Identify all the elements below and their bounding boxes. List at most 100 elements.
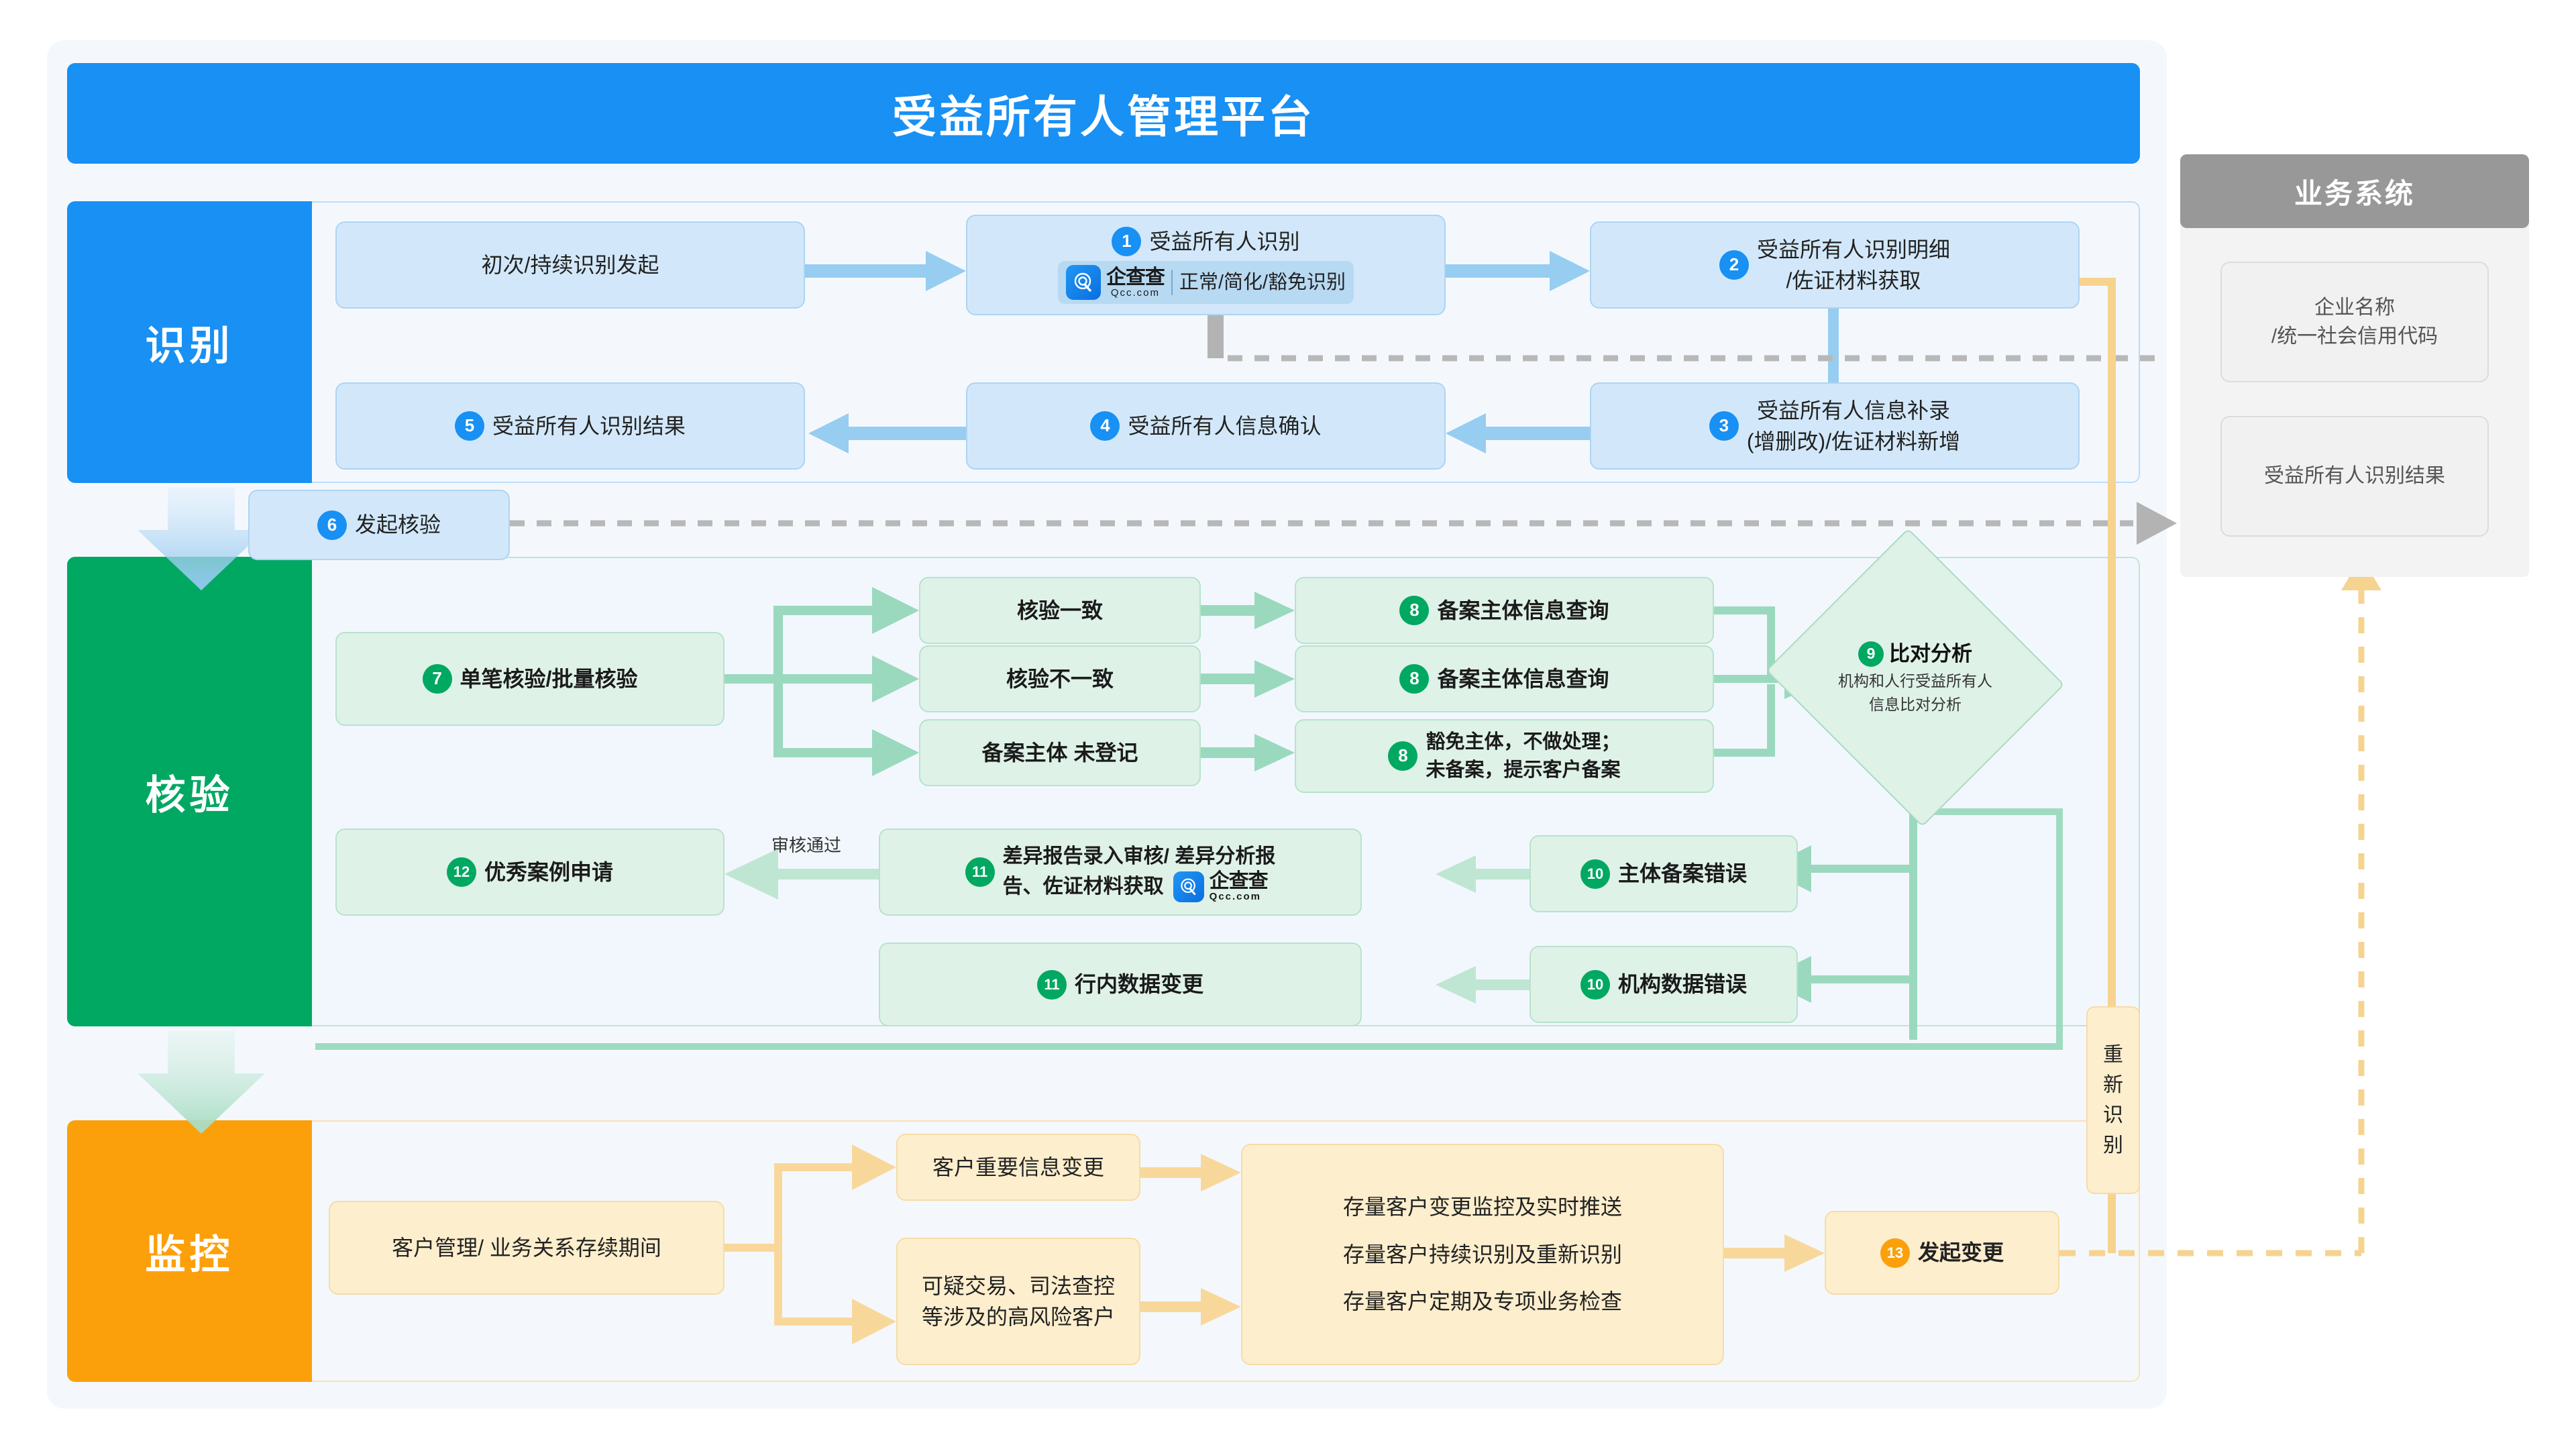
business-system-title: 业务系统 (2180, 154, 2529, 228)
node-step12-text: 优秀案例申请 (484, 859, 613, 884)
node-step8c-text: 豁免主体，不做处理； 未备案，提示客户备案 (1426, 728, 1620, 784)
qcc-logo-step1: 企查查 Qcc.com (1065, 265, 1165, 301)
node-step1-note: 正常/简化/豁免识别 (1179, 272, 1346, 294)
qcc-logo-icon (1173, 871, 1204, 902)
node-monitor-actions-text: 存量客户变更监控及实时推送 存量客户持续识别及重新识别 存量客户定期及专项业务检… (1343, 1183, 1622, 1325)
node-trigger-high-risk-text: 可疑交易、司法查控 等涉及的高风险客户 (922, 1271, 1115, 1333)
node-step5-text: 受益所有人识别结果 (492, 413, 686, 438)
business-item-identification-result-text: 受益所有人识别结果 (2264, 465, 2445, 488)
node-step7-verify[interactable]: 7 单笔核验/批量核验 (335, 632, 724, 726)
node-step9-comparison[interactable]: 9 比对分析 机构和人行受益所有人 信息比对分析 (1766, 528, 2065, 827)
node-step11a-line1: 差异报告录入审核/ 差异分析报 (1002, 845, 1276, 868)
node-initial-identification[interactable]: 初次/持续识别发起 (335, 221, 805, 309)
node-step6-text: 发起核验 (354, 513, 441, 537)
node-branch-inconsistent[interactable]: 核验不一致 (919, 645, 1201, 712)
badge-11b: 11 (1036, 969, 1067, 1000)
node-branch-unregistered-text: 备案主体 未登记 (981, 740, 1138, 765)
badge-8a: 8 (1399, 596, 1430, 625)
node-trigger-high-risk[interactable]: 可疑交易、司法查控 等涉及的高风险客户 (896, 1238, 1140, 1365)
stage-label-monitor: 监控 (67, 1120, 312, 1382)
label-reidentify-char-1: 新 (2103, 1074, 2123, 1096)
node-step12-excellent-case[interactable]: 12 优秀案例申请 (335, 828, 724, 916)
page-title: 受益所有人管理平台 (67, 63, 2140, 164)
stage-label-identify: 识别 (67, 201, 312, 483)
badge-5: 5 (454, 411, 484, 441)
business-item-0-line1: 企业名称 (2314, 296, 2395, 319)
qcc-divider (1171, 270, 1173, 296)
qcc-name-cn: 企查查 (1209, 870, 1269, 893)
qcc-logo-step11a: 企查查 Qcc.com (1173, 870, 1269, 903)
node-step3-supplement[interactable]: 3 受益所有人信息补录 (增删改)/佐证材料新增 (1590, 382, 2080, 470)
qcc-chip-step1: 企查查 Qcc.com 正常/简化/豁免识别 (1057, 261, 1354, 305)
badge-10a: 10 (1580, 859, 1610, 889)
business-item-enterprise-name-text: 企业名称 /统一社会信用代码 (2271, 293, 2438, 352)
node-customer-management[interactable]: 客户管理/ 业务关系存续期间 (329, 1201, 724, 1295)
node-step13-start-change[interactable]: 13 发起变更 (1825, 1211, 2059, 1295)
node-branch-consistent[interactable]: 核验一致 (919, 577, 1201, 644)
node-step1-identify[interactable]: 1 受益所有人识别 企查查 Qcc.com 正常/简化/豁免识别 (966, 215, 1446, 315)
node-step11a-line2-row: 告、佐证材料获取 企查查 Qcc.com (1002, 870, 1269, 903)
node-step11b-text: 行内数据变更 (1074, 972, 1203, 997)
monitor-action-3: 存量客户定期及专项业务检查 (1342, 1289, 1622, 1314)
node-step4-text: 受益所有人信息确认 (1128, 413, 1322, 438)
edge-label-approved: 审核通过 (771, 835, 842, 855)
node-step13-text: 发起变更 (1917, 1240, 2004, 1265)
badge-13: 13 (1880, 1238, 1910, 1268)
business-item-0-line2: /统一社会信用代码 (2271, 325, 2438, 347)
node-step11a-line2: 告、佐证材料获取 (1002, 875, 1164, 898)
business-item-identification-result[interactable]: 受益所有人识别结果 (2220, 416, 2489, 537)
node-step1-title-row: 1 受益所有人识别 (1112, 226, 1300, 257)
monitor-action-2: 存量客户持续识别及重新识别 (1342, 1242, 1622, 1267)
label-reidentify-char-0: 重 (2103, 1044, 2123, 1066)
node-step10a-text: 主体备案错误 (1617, 861, 1747, 886)
node-step5-result[interactable]: 5 受益所有人识别结果 (335, 382, 805, 470)
badge-2: 2 (1719, 250, 1749, 280)
node-step8a-text: 备案主体信息查询 (1437, 598, 1609, 623)
node-step3-line2: (增删改)/佐证材料新增 (1746, 429, 1961, 453)
business-system-title-text: 业务系统 (2294, 177, 2415, 209)
node-step9-title: 比对分析 (1889, 642, 1972, 666)
node-step11b-internal-data-change[interactable]: 11 行内数据变更 (879, 943, 1362, 1026)
badge-11a: 11 (965, 857, 995, 887)
node-trigger-info-change-text: 客户重要信息变更 (932, 1155, 1104, 1179)
node-step8a-query[interactable]: 8 备案主体信息查询 (1295, 577, 1714, 644)
monitor-action-1: 存量客户变更监控及实时推送 (1342, 1195, 1622, 1220)
badge-6: 6 (317, 510, 347, 540)
node-trigger-info-change[interactable]: 客户重要信息变更 (896, 1134, 1140, 1201)
badge-1: 1 (1112, 226, 1142, 256)
node-step6-start-verify[interactable]: 6 发起核验 (248, 490, 510, 560)
node-step2-text: 受益所有人识别明细 /佐证材料获取 (1757, 234, 1950, 297)
badge-8c: 8 (1388, 741, 1418, 771)
node-step11a-text: 差异报告录入审核/ 差异分析报 告、佐证材料获取 企查查 Qcc.com (1002, 842, 1276, 903)
node-step1-text: 受益所有人识别 (1149, 229, 1300, 254)
qcc-name-en: Qcc.com (1209, 891, 1262, 903)
node-step2-identify-detail[interactable]: 2 受益所有人识别明细 /佐证材料获取 (1590, 221, 2080, 309)
badge-10b: 10 (1580, 969, 1610, 1000)
qcc-wordmark-step1: 企查查 Qcc.com (1106, 266, 1165, 298)
label-reidentify: 重 新 识 别 (2086, 1006, 2140, 1194)
node-step10b-institution-error[interactable]: 10 机构数据错误 (1529, 946, 1798, 1023)
node-step8b-query[interactable]: 8 备案主体信息查询 (1295, 645, 1714, 712)
node-step10a-registration-error[interactable]: 10 主体备案错误 (1529, 835, 1798, 912)
qcc-name-cn: 企查查 (1106, 266, 1165, 288)
node-step2-line1: 受益所有人识别明细 (1756, 237, 1950, 262)
node-step3-text: 受益所有人信息补录 (增删改)/佐证材料新增 (1747, 395, 1960, 458)
label-reidentify-char-2: 识 (2103, 1104, 2123, 1126)
node-step4-confirm[interactable]: 4 受益所有人信息确认 (966, 382, 1446, 470)
node-monitor-actions[interactable]: 存量客户变更监控及实时推送 存量客户持续识别及重新识别 存量客户定期及专项业务检… (1241, 1144, 1724, 1365)
node-step11a-difference-report[interactable]: 11 差异报告录入审核/ 差异分析报 告、佐证材料获取 企查查 Qcc.c (879, 828, 1362, 916)
badge-7: 7 (422, 664, 452, 694)
badge-9: 9 (1858, 641, 1884, 667)
node-step8c-exempt[interactable]: 8 豁免主体，不做处理； 未备案，提示客户备案 (1295, 719, 1714, 793)
page-title-text: 受益所有人管理平台 (892, 92, 1315, 142)
business-item-enterprise-name[interactable]: 企业名称 /统一社会信用代码 (2220, 262, 2489, 382)
diamond-content: 9 比对分析 机构和人行受益所有人 信息比对分析 (1805, 577, 2026, 778)
node-branch-unregistered[interactable]: 备案主体 未登记 (919, 719, 1201, 786)
node-step9-sub1: 机构和人行受益所有人 (1838, 672, 1992, 690)
badge-3: 3 (1709, 411, 1739, 441)
qcc-wordmark-step11a: 企查查 Qcc.com (1209, 870, 1269, 903)
node-trigger-high-risk-line2: 等涉及的高风险客户 (921, 1305, 1115, 1329)
node-step8c-line1: 豁免主体，不做处理； (1426, 731, 1621, 753)
node-customer-management-text: 客户管理/ 业务关系存续期间 (392, 1235, 661, 1260)
